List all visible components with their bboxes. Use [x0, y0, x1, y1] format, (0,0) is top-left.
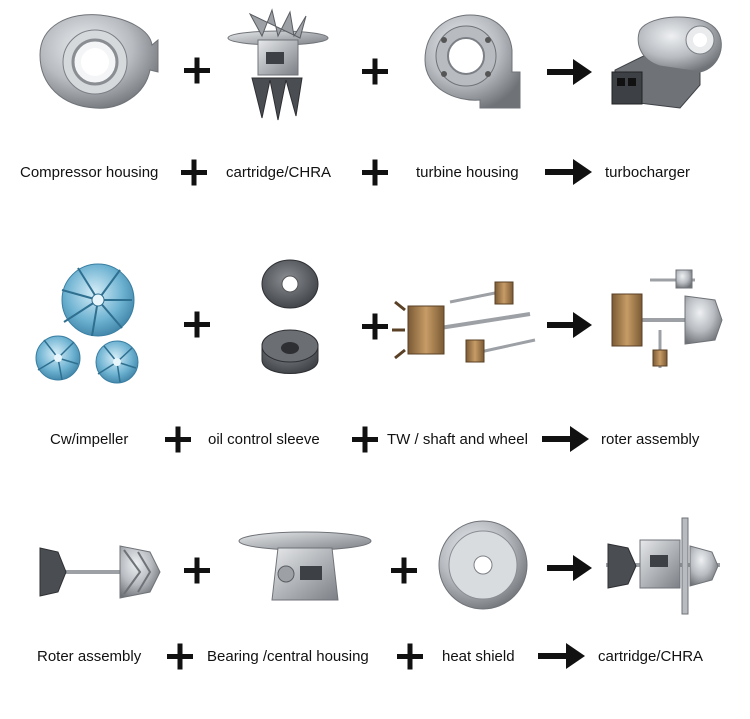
label-turbine-housing: turbine housing [416, 164, 519, 181]
plus-icon [362, 313, 388, 340]
rotor-assembly-image [611, 269, 723, 368]
arrow-right-icon [547, 312, 592, 338]
arrow-right-icon [542, 426, 589, 452]
label-oil-control-sleeve: oil control sleeve [208, 431, 320, 448]
arrow-right-icon [547, 555, 592, 581]
plus-icon [181, 159, 207, 186]
label-cw-impeller: Cw/impeller [50, 431, 129, 448]
plus-icon [165, 426, 191, 453]
arrow-right-icon [547, 59, 592, 85]
arrow-right-icon [545, 159, 592, 185]
heat-shield-image [438, 520, 528, 610]
arrow-right-icon [538, 643, 585, 669]
label-roter-assembly-2: Roter assembly [37, 648, 142, 665]
label-turbocharger: turbocharger [605, 164, 691, 181]
label-roter-assembly: roter assembly [601, 431, 700, 448]
label-cartridge-chra-2: cartridge/CHRA [598, 648, 704, 665]
plus-icon [362, 58, 388, 85]
compressor-housing-image [39, 14, 159, 109]
label-compressor-housing: Compressor housing [20, 164, 159, 181]
plus-icon [184, 311, 210, 338]
chra-image-2 [606, 517, 720, 615]
label-bearing-central-housing: Bearing /central housing [207, 648, 369, 665]
label-tw-shaft-and-wheel: TW / shaft and wheel [387, 431, 528, 448]
plus-icon [167, 643, 193, 670]
plus-icon [397, 643, 423, 670]
label-cartridge-chra: cartridge/CHRA [226, 164, 332, 181]
turbine-shaft-wheel-image [392, 281, 536, 363]
oil-control-sleeve-image [261, 259, 319, 374]
rotor-assembly-image-2 [39, 545, 161, 599]
turbine-housing-image [424, 14, 521, 109]
plus-icon [352, 426, 378, 453]
label-heat-shield: heat shield [442, 648, 515, 665]
bearing-housing-image [238, 531, 372, 601]
plus-icon [184, 557, 210, 584]
plus-icon [184, 57, 210, 84]
compressor-wheels-image [35, 263, 139, 384]
plus-icon [391, 557, 417, 584]
turbocharger-image [611, 16, 722, 109]
plus-icon [362, 159, 388, 186]
chra-image [227, 8, 329, 121]
